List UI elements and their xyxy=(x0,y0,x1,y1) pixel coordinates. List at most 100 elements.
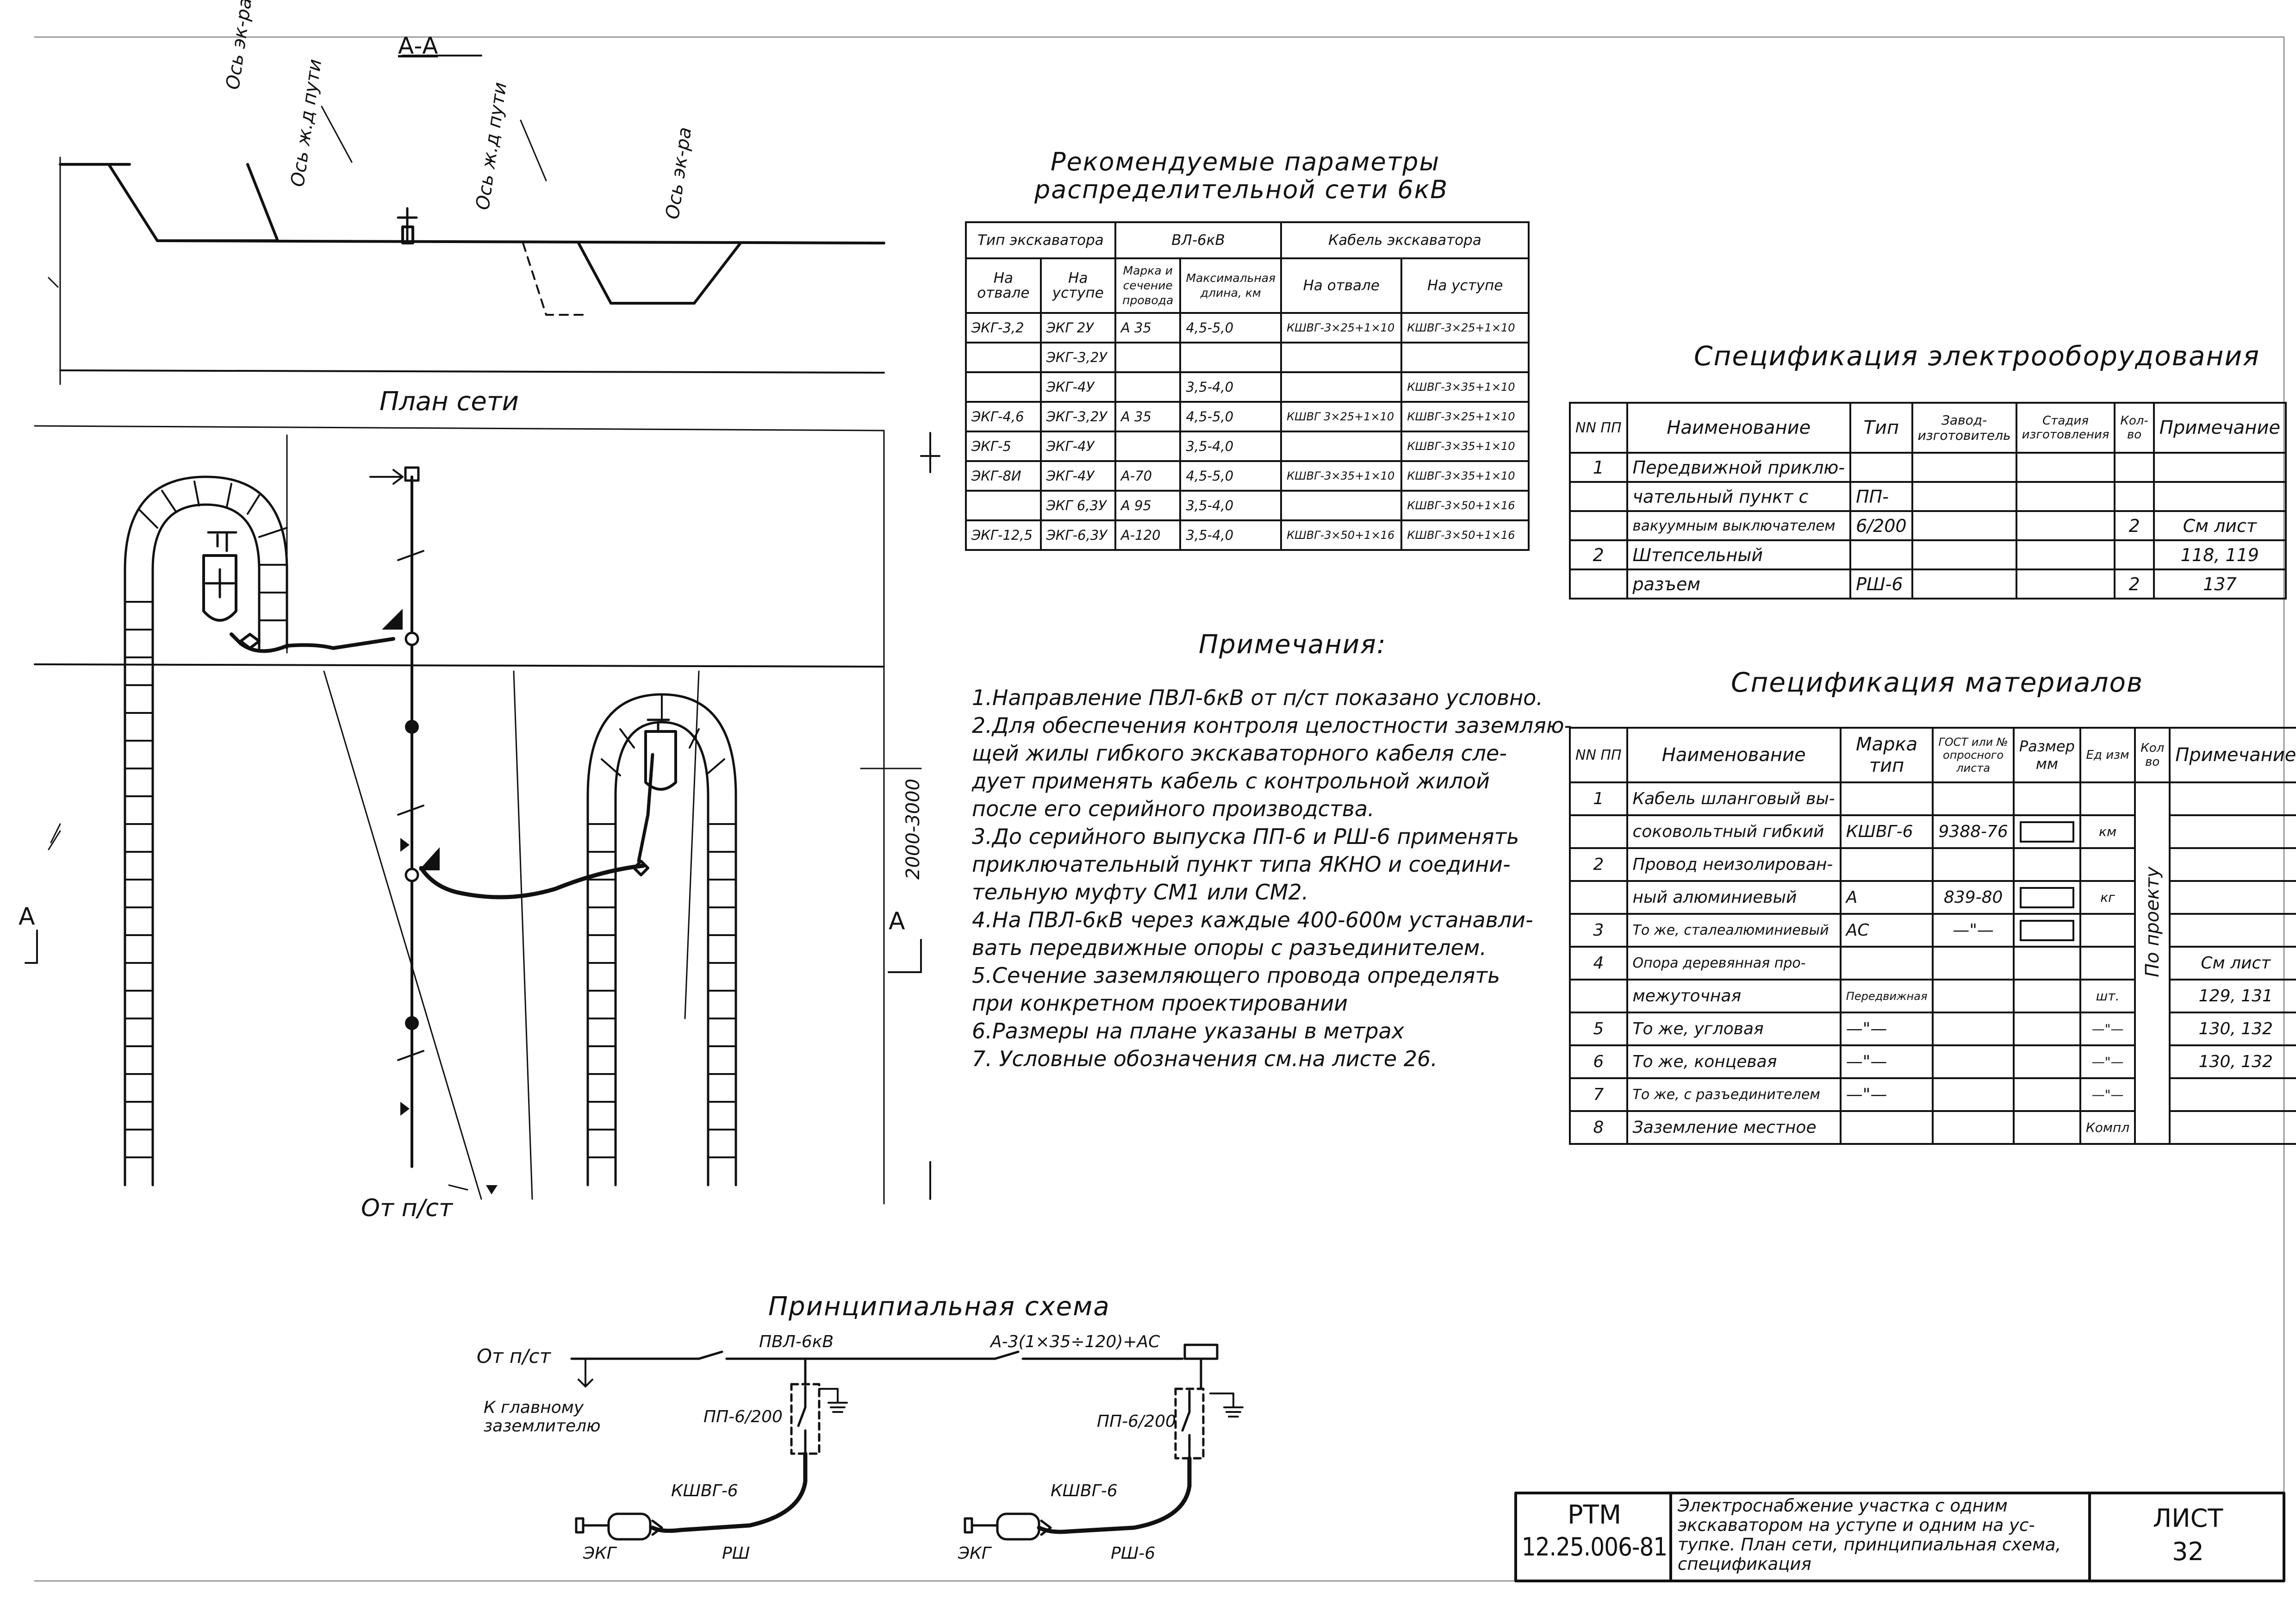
mat-cell-note: См лист xyxy=(2169,946,2296,981)
note-line: 5.Сечение заземляющего провода определят… xyxy=(972,963,1500,988)
mat-cell-gost: 839-80 xyxy=(1932,880,2015,915)
params-cell-ledge: ЭКГ-4У xyxy=(1039,431,1116,462)
params-cell-length: 4,5-5,0 xyxy=(1179,312,1282,344)
schematic-from-substation: От п/ст xyxy=(477,1345,551,1368)
section-aa-drawing xyxy=(48,55,885,385)
mat-cell-nn: 1 xyxy=(1569,781,1628,816)
params-cell-slope: ЭКГ-8И xyxy=(965,460,1042,492)
schematic-exc1: ЭКГ xyxy=(583,1544,616,1563)
eq-cell-qty xyxy=(2114,539,2155,570)
note-line: вать передвижные опоры с разъединителем. xyxy=(972,935,1487,960)
note-line: дует применять кабель с контрольной жило… xyxy=(972,768,1490,793)
spec-materials-title: Спецификация материалов xyxy=(1731,667,2144,698)
params-cell-ledge: ЭКГ-4У xyxy=(1039,371,1116,403)
size-blank-box xyxy=(2019,887,2074,908)
note-line: 2.Для обеспечения контроля целостности з… xyxy=(972,713,1572,738)
mat-cell-name: Заземление местное xyxy=(1626,1110,1842,1145)
head-excavator-type: Тип экскаватора xyxy=(965,221,1116,259)
note-line: 1.Направление ПВЛ-6кВ от п/ст показано у… xyxy=(972,685,1543,710)
mat-cell-unit: Компл xyxy=(2079,1110,2136,1145)
mat-head-nn: NN ПП xyxy=(1569,727,1628,783)
mat-cell-size xyxy=(2012,913,2081,948)
mat-cell-gost xyxy=(1932,781,2015,816)
mat-cell-size xyxy=(2012,1012,2081,1046)
params-cell-cable-slope: КШВГ 3×25+1×10 xyxy=(1280,401,1403,432)
params-cell-wire xyxy=(1114,342,1182,373)
params-cell-ledge: ЭКГ-3,2У xyxy=(1039,342,1116,373)
params-cell-wire: А 35 xyxy=(1114,312,1182,344)
head-max-length: Максимальная длина, км xyxy=(1179,257,1282,314)
params-cell-slope xyxy=(965,490,1042,521)
head-cable: Кабель экскаватора xyxy=(1280,221,1530,259)
params-cell-cable-slope xyxy=(1280,490,1403,521)
mat-cell-brand: Передвижная xyxy=(1839,979,1934,1013)
size-blank-box xyxy=(2019,821,2074,843)
eq-cell-type xyxy=(1849,452,1913,483)
mat-cell-gost xyxy=(1932,1012,2015,1046)
schematic-title: Принципиальная схема xyxy=(768,1292,1110,1322)
head-on-ledge: На уступе xyxy=(1039,257,1116,314)
mat-cell-size xyxy=(2012,814,2081,849)
mat-cell-unit xyxy=(2079,781,2136,816)
params-cell-cable-slope xyxy=(1280,342,1403,373)
schematic-pp1: ПП-6/200 xyxy=(703,1407,783,1426)
mat-cell-note: 129, 131 xyxy=(2169,979,2296,1013)
mat-cell-gost xyxy=(1932,1110,2015,1145)
params-cell-cable-slope: КШВГ-3×50+1×16 xyxy=(1280,519,1403,551)
mat-cell-size xyxy=(2012,1044,2081,1079)
params-cell-ledge: ЭКГ 2У xyxy=(1039,312,1116,344)
mat-cell-gost xyxy=(1932,847,2015,882)
eq-cell-note: См лист xyxy=(2153,510,2287,541)
title-desc-line: тупке. План сети, принципиальная схема, xyxy=(1678,1535,2061,1555)
title-code-line2: 12.25.006-81 xyxy=(1521,1532,1668,1562)
eq-head-nn: NN ПП xyxy=(1569,402,1628,454)
mat-cell-unit: шт. xyxy=(2079,979,2136,1013)
head-vl: ВЛ-6кВ xyxy=(1114,221,1282,259)
params-title-line2: распределительной сети 6кВ xyxy=(1034,175,1449,204)
table-row: ЭКГ-3,2У xyxy=(965,342,1530,373)
title-desc-line: экскаватором на уступе и одним на ус- xyxy=(1678,1515,2035,1535)
schematic-to-main2: заземлителю xyxy=(484,1417,601,1436)
by-project-label: По проекту xyxy=(2141,866,2163,977)
mat-cell-size xyxy=(2012,1110,2081,1145)
mat-cell-brand xyxy=(1839,781,1934,816)
eq-head-type: Тип xyxy=(1849,402,1913,454)
mat-cell-name: ный алюминиевый xyxy=(1626,880,1842,915)
note-line: 7. Условные обозначения см.на листе 26. xyxy=(972,1046,1437,1071)
size-blank-box xyxy=(2019,919,2074,941)
eq-cell-nn: 2 xyxy=(1569,539,1628,570)
eq-head-qty: Кол-во xyxy=(2114,402,2155,454)
schematic-rsh2: РШ-6 xyxy=(1111,1544,1156,1563)
notes-title: Примечания: xyxy=(1199,630,1387,660)
mat-cell-size xyxy=(2012,847,2081,882)
schematic-pp2: ПП-6/200 xyxy=(1097,1412,1176,1431)
eq-cell-note: 118, 119 xyxy=(2153,539,2287,570)
schematic-cable1: КШВГ-6 xyxy=(671,1481,738,1500)
params-cell-wire: А 35 xyxy=(1114,401,1182,432)
mat-cell-unit: —"— xyxy=(2079,1044,2136,1079)
mat-cell-note xyxy=(2169,847,2296,882)
eq-cell-qty xyxy=(2114,481,2155,512)
mat-cell-name: межуточная xyxy=(1626,979,1842,1013)
schematic-cable2: КШВГ-6 xyxy=(1051,1481,1118,1500)
section-mark-left: А xyxy=(19,903,35,931)
params-cell-length: 3,5-4,0 xyxy=(1179,519,1282,551)
mat-cell-name: То же, с разъединителем xyxy=(1626,1077,1842,1112)
params-cell-wire: А 95 xyxy=(1114,490,1182,521)
params-cell-slope: ЭКГ-5 xyxy=(965,431,1042,462)
mat-cell-note xyxy=(2169,880,2296,915)
mat-cell-unit: км xyxy=(2079,814,2136,849)
mat-cell-note xyxy=(2169,1110,2296,1145)
mat-cell-name: То же, концевая xyxy=(1626,1044,1842,1079)
section-label: А-А xyxy=(398,32,438,59)
eq-cell-type: ПП- xyxy=(1849,481,1913,512)
mat-cell-name: Провод неизолирован- xyxy=(1626,847,1842,882)
